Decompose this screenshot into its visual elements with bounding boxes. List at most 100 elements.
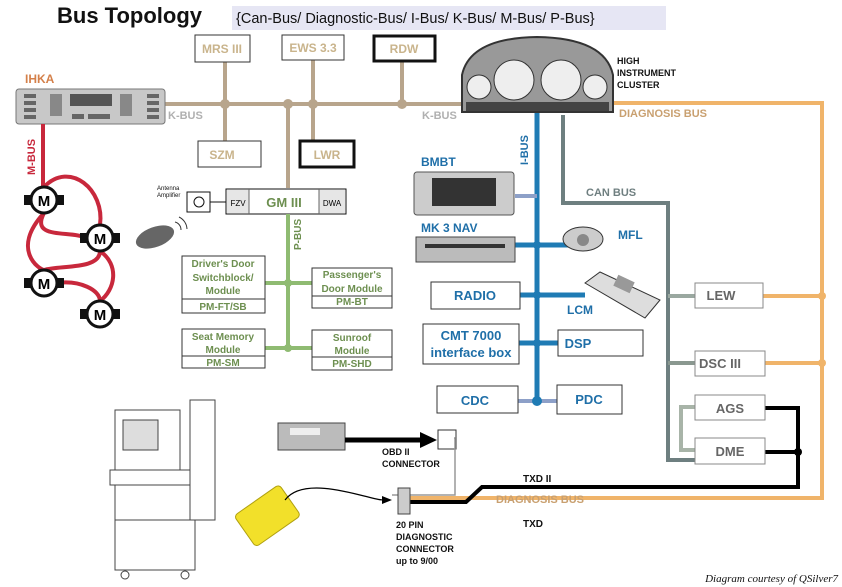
svg-text:Module: Module	[206, 345, 241, 356]
svg-text:RADIO: RADIO	[454, 288, 496, 303]
module-lwr: LWR	[298, 139, 356, 169]
txd-ii-label: TXD II	[523, 474, 552, 485]
diagnostic-station	[109, 399, 216, 580]
svg-text:DSP: DSP	[565, 336, 592, 351]
svg-text:M: M	[94, 231, 107, 248]
k-bus-label-2: K-BUS	[422, 110, 457, 122]
txd-lines	[400, 406, 800, 504]
svg-text:Module: Module	[335, 346, 370, 357]
svg-text:Module: Module	[206, 286, 241, 297]
svg-text:CDC: CDC	[461, 393, 490, 408]
svg-text:DME: DME	[716, 444, 745, 459]
module-ags: AGS	[694, 394, 766, 421]
motor-1: M	[24, 185, 64, 215]
motor-3: M	[24, 268, 64, 298]
svg-text:PM-SHD: PM-SHD	[332, 359, 371, 370]
svg-text:PDC: PDC	[575, 392, 603, 407]
motors: M M M M	[24, 185, 120, 329]
svg-text:PM-SM: PM-SM	[206, 358, 239, 369]
svg-text:M: M	[38, 276, 51, 293]
diagnosis-bus	[400, 101, 824, 500]
subtitle: {Can-Bus/ Diagnostic-Bus/ I-Bus/ K-Bus/ …	[236, 11, 595, 27]
module-szm: SZM	[197, 140, 262, 168]
module-dsc: DSC III	[694, 350, 766, 377]
module-radio: RADIO	[430, 281, 521, 310]
key-fob-icon	[135, 216, 188, 249]
svg-text:DSC III: DSC III	[699, 356, 741, 371]
ihka-panel	[15, 88, 166, 125]
svg-text:PM-BT: PM-BT	[336, 297, 368, 308]
obd-connector	[437, 429, 457, 450]
diagnosis-bus-label: DIAGNOSIS BUS	[619, 108, 707, 120]
svg-text:DWA: DWA	[323, 199, 342, 208]
svg-text:M: M	[38, 193, 51, 210]
module-lew: LEW	[694, 282, 764, 309]
credit: Diagram courtesy of QSilver7	[704, 573, 838, 585]
mfl-label: MFL	[618, 228, 643, 242]
module-dsp: DSP	[557, 329, 644, 357]
nav-label: MK 3 NAV	[421, 221, 477, 235]
svg-text:Driver's Door: Driver's Door	[192, 259, 255, 270]
module-gm3: FZV GM III DWA	[225, 188, 347, 215]
tester-cable	[284, 487, 386, 501]
lcm-label: LCM	[567, 303, 593, 317]
txd-label: TXD	[523, 519, 543, 530]
svg-text:LWR: LWR	[314, 148, 341, 162]
svg-text:FZV: FZV	[230, 199, 246, 208]
m-bus-label: M-BUS	[26, 139, 38, 175]
svg-text:SZM: SZM	[209, 148, 234, 162]
obd-tester	[277, 422, 346, 451]
i-bus-label: I-BUS	[519, 135, 531, 165]
svg-text:M: M	[94, 307, 107, 324]
k-bus-label: K-BUS	[168, 110, 203, 122]
title: Bus Topology	[57, 3, 203, 28]
module-rdw: RDW	[372, 34, 437, 63]
module-dme: DME	[694, 437, 766, 465]
svg-text:PM-FT/SB: PM-FT/SB	[199, 302, 246, 313]
svg-text:AGS: AGS	[716, 401, 745, 416]
svg-text:Passenger's: Passenger's	[323, 270, 382, 281]
diagnosis-bus-label-2: DIAGNOSIS BUS	[496, 494, 584, 506]
svg-text:MRS III: MRS III	[202, 42, 242, 56]
motor-4: M	[80, 299, 120, 329]
svg-text:interface box: interface box	[431, 345, 513, 360]
lcm-unit	[584, 271, 661, 319]
can-bus	[561, 115, 695, 462]
svg-text:RDW: RDW	[390, 42, 419, 56]
mfl-steering-wheel-icon	[562, 226, 604, 252]
svg-text:Seat Memory: Seat Memory	[192, 332, 255, 343]
svg-text:GM III: GM III	[266, 195, 301, 210]
can-bus-label: CAN BUS	[586, 187, 636, 199]
svg-text:Sunroof: Sunroof	[333, 333, 372, 344]
nav-unit	[415, 236, 516, 263]
yellow-tester	[235, 485, 300, 546]
subtitle-bg	[232, 6, 666, 30]
svg-text:Door Module: Door Module	[321, 284, 383, 295]
svg-text:LEW: LEW	[707, 288, 737, 303]
motor-2: M	[80, 223, 120, 253]
module-cdc: CDC	[436, 385, 519, 414]
ihka-label: IHKA	[25, 72, 55, 86]
module-pdc: PDC	[556, 384, 623, 415]
antenna-amplifier	[186, 191, 211, 213]
instrument-cluster	[461, 35, 614, 113]
p-bus-label: P-BUS	[293, 219, 304, 250]
svg-text:Switchblock/: Switchblock/	[192, 273, 253, 284]
module-ews: EWS 3.3	[281, 34, 345, 61]
pin20-connector	[397, 487, 411, 515]
svg-text:EWS 3.3: EWS 3.3	[289, 41, 337, 55]
svg-text:CMT 7000: CMT 7000	[441, 328, 502, 343]
module-mrs: MRS III	[194, 34, 251, 63]
bmbt-unit	[413, 171, 515, 216]
module-cmt: CMT 7000 interface box	[422, 323, 520, 365]
bmbt-label: BMBT	[421, 155, 456, 169]
